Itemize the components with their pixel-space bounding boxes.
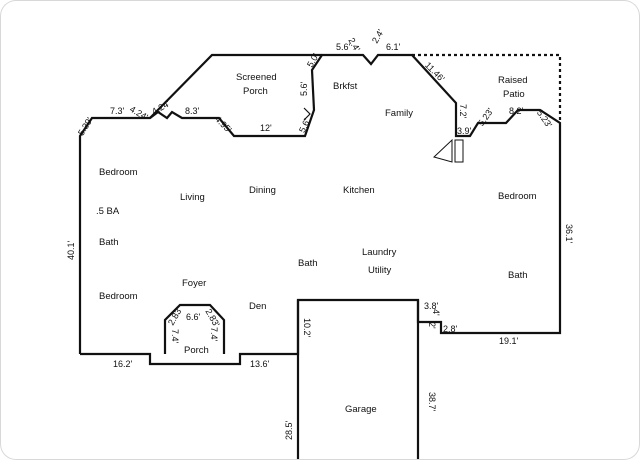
- screened-porch-label-1: Screened: [236, 72, 277, 83]
- exterior-wall: [78, 53, 562, 366]
- dim-label: 7.4': [170, 329, 180, 344]
- dim-label: 13.6': [250, 359, 270, 369]
- dim-label: 40.1': [66, 240, 76, 260]
- utility-label: Utility: [368, 265, 392, 276]
- dim-label: 8.3': [185, 106, 200, 116]
- foyer-label: Foyer: [182, 278, 207, 289]
- dim-label: 8.2': [509, 106, 524, 116]
- laundry-label: Laundry: [362, 247, 397, 258]
- bath-label-right: Bath: [508, 270, 528, 281]
- dim-label: 10.2': [302, 318, 312, 338]
- raised-patio-dashed: [412, 53, 562, 123]
- raised-patio-label-1: Raised: [498, 75, 528, 86]
- raised-patio-label-2: Patio: [503, 89, 525, 100]
- living-label: Living: [180, 192, 205, 203]
- dim-label: 4': [431, 309, 441, 316]
- dim-label: 28.5': [284, 420, 294, 440]
- dim-label: 5.6': [299, 81, 309, 96]
- brkfst-bump: [303, 107, 311, 121]
- screened-porch-wall: [149, 53, 322, 119]
- bedroom-label-top-left: Bedroom: [99, 167, 138, 178]
- kitchen-label: Kitchen: [343, 185, 375, 196]
- screened-porch-label-2: Porch: [243, 86, 268, 97]
- brkfst-label: Brkfst: [333, 81, 358, 92]
- dim-label: 7.3': [110, 106, 125, 116]
- garage-label: Garage: [345, 404, 377, 415]
- dim-label: 19.1': [499, 336, 519, 346]
- half-bath-label: .5 BA: [96, 206, 120, 217]
- bedroom-label-bottom-left: Bedroom: [99, 291, 138, 302]
- dim-label: 16.2': [113, 359, 133, 369]
- dim-label: 3.9': [457, 126, 472, 136]
- dim-label: 7.4': [209, 327, 219, 342]
- den-label: Den: [249, 301, 267, 312]
- dining-label: Dining: [249, 185, 276, 196]
- dim-label: 7.2': [458, 104, 468, 119]
- dim-label: 6.1': [386, 42, 401, 52]
- stair-step: [454, 139, 464, 163]
- stair-icon: [433, 138, 453, 163]
- dim-label: 6.6': [186, 312, 201, 322]
- bedroom-label-right: Bedroom: [498, 191, 537, 202]
- dim-label: 5.6': [336, 42, 351, 52]
- family-label: Family: [385, 108, 413, 119]
- dim-label: 2.8': [443, 324, 458, 334]
- bath-label-left: Bath: [99, 237, 119, 248]
- porch-wall: [163, 303, 226, 354]
- porch-label: Porch: [184, 345, 209, 356]
- dim-label: 3.8': [424, 301, 439, 311]
- dim-label: 38.7': [427, 392, 437, 412]
- dim-label: 2': [427, 322, 437, 329]
- dim-label: 36.1': [564, 224, 574, 244]
- dim-label: 12': [260, 123, 272, 133]
- bath-label-center: Bath: [298, 258, 318, 269]
